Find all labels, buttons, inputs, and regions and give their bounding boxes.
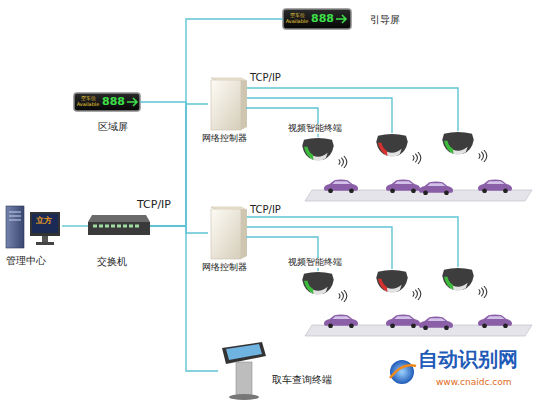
network-controller: 网络控制器 <box>208 78 246 130</box>
node-text: 交换机 <box>97 256 127 267</box>
car <box>478 180 512 194</box>
query-kiosk: 取车查询终端 <box>218 342 266 400</box>
node-text: 空车位 Available <box>76 96 100 107</box>
kiosk-screen <box>226 344 262 360</box>
network-link <box>150 19 283 226</box>
signal-waves <box>413 152 421 164</box>
node-text: 视频智能终端 <box>288 258 342 268</box>
signal-waves <box>479 286 487 298</box>
node-text: 区域屏 <box>98 121 128 132</box>
node-text: 视频智能终端 <box>288 124 342 134</box>
management-center: 立方管理中心 <box>4 203 62 250</box>
kiosk-base <box>229 394 259 400</box>
monitor-frame <box>30 212 60 236</box>
protocol-label: TCP/IP <box>137 199 171 211</box>
signal-waves <box>339 156 347 168</box>
kiosk-stand <box>236 362 252 396</box>
video-terminal: 视频智能终端 <box>300 137 336 165</box>
signal-waves <box>479 150 487 162</box>
signal-waves <box>413 288 421 300</box>
car <box>386 180 420 194</box>
node-text: 888 <box>311 13 334 25</box>
node-text: 引导屏 <box>370 14 400 25</box>
node-text: 管理中心 <box>6 255 46 266</box>
watermark-url: www.cnaidc.com <box>436 378 512 388</box>
cabinet-front <box>211 80 241 130</box>
monitor-screen <box>32 214 58 233</box>
camera <box>376 134 408 157</box>
tower-bays <box>9 212 21 220</box>
led-screen <box>283 9 351 29</box>
guide-screen: 空车位 Available888引导屏 <box>283 9 351 29</box>
protocol-label: TCP/IP <box>250 72 281 83</box>
camera-wire <box>246 217 458 269</box>
monitor-base <box>36 242 54 245</box>
signal-waves <box>339 290 347 302</box>
switch-front <box>88 222 150 235</box>
cabinet-front <box>211 209 241 259</box>
cabinet-side <box>241 209 247 259</box>
parking-row <box>305 190 532 201</box>
network-controller: 网络控制器 <box>208 207 246 259</box>
watermark-swoosh <box>390 365 416 378</box>
car <box>324 180 358 194</box>
node-text: 立方 <box>36 217 52 226</box>
screen-arrow <box>127 98 137 106</box>
network-link <box>150 226 218 371</box>
camera <box>376 270 408 293</box>
camera <box>302 272 334 295</box>
car <box>324 315 358 329</box>
camera <box>442 268 474 291</box>
switch-top <box>88 215 150 222</box>
area-screen: 空车位 Available888区域屏 <box>74 93 140 111</box>
network-link <box>62 225 88 226</box>
video-terminal: 视频智能终端 <box>300 271 336 299</box>
camera <box>302 138 334 161</box>
network-link <box>150 226 208 233</box>
node-text: 网络控制器 <box>202 263 247 273</box>
led-screen <box>74 93 140 111</box>
car <box>386 315 420 329</box>
watermark-text: 自动识别网 <box>418 348 518 370</box>
camera-wire <box>246 88 458 133</box>
node-text: 取车查询终端 <box>272 374 332 385</box>
car <box>478 315 512 329</box>
car <box>419 317 453 331</box>
node-text: 网络控制器 <box>202 134 247 144</box>
camera <box>442 132 474 155</box>
protocol-label: TCP/IP <box>250 204 281 215</box>
kiosk-head <box>222 342 266 364</box>
node-text: 空车位 Available <box>285 13 309 24</box>
cabinet-side <box>241 80 247 130</box>
screen-arrow <box>336 15 346 23</box>
node-text: 888 <box>102 96 125 108</box>
switch-ports <box>93 225 139 228</box>
network-switch: 交换机 <box>88 215 150 237</box>
server-tower <box>6 206 24 248</box>
parking-row <box>305 325 532 336</box>
car <box>419 182 453 196</box>
monitor-stand <box>42 236 48 242</box>
